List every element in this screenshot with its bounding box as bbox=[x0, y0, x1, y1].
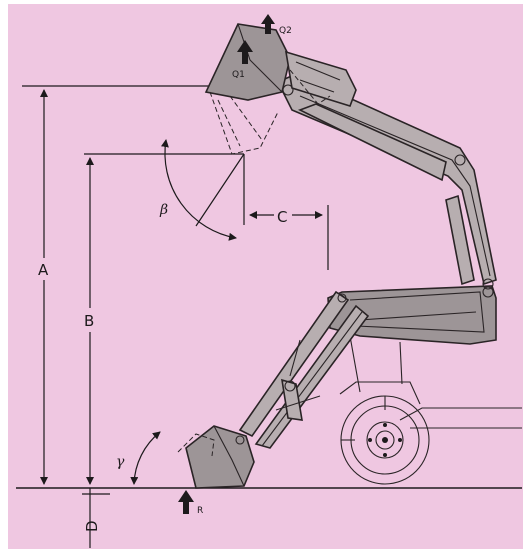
angle-beta: β bbox=[159, 139, 245, 241]
force-r: R bbox=[178, 490, 203, 516]
dim-b-label: B bbox=[84, 312, 94, 330]
dim-a-label: A bbox=[38, 261, 49, 279]
up-arrow-icon bbox=[178, 490, 194, 514]
raised-boom bbox=[276, 73, 497, 290]
angle-gamma-label: γ bbox=[116, 454, 125, 470]
dim-d-label: D bbox=[83, 520, 101, 532]
force-q1-label: Q1 bbox=[232, 70, 245, 80]
angle-gamma: γ bbox=[116, 431, 161, 485]
dim-c-label: C bbox=[277, 208, 287, 226]
lowered-boom bbox=[238, 290, 370, 449]
lowered-bucket bbox=[177, 425, 255, 489]
force-q2-label: Q2 bbox=[279, 26, 292, 36]
loader-mount bbox=[327, 285, 497, 393]
dimension-c: C bbox=[243, 154, 329, 270]
force-q2: Q2 bbox=[261, 14, 292, 36]
dimension-d: D bbox=[82, 488, 110, 548]
tractor-front bbox=[339, 381, 522, 485]
up-arrow-icon bbox=[261, 14, 275, 34]
up-arrow-icon bbox=[237, 40, 253, 64]
angle-beta-label: β bbox=[159, 202, 168, 218]
force-q1: Q1 bbox=[232, 40, 253, 80]
force-r-label: R bbox=[197, 506, 203, 516]
dimension-a: A bbox=[22, 85, 212, 485]
